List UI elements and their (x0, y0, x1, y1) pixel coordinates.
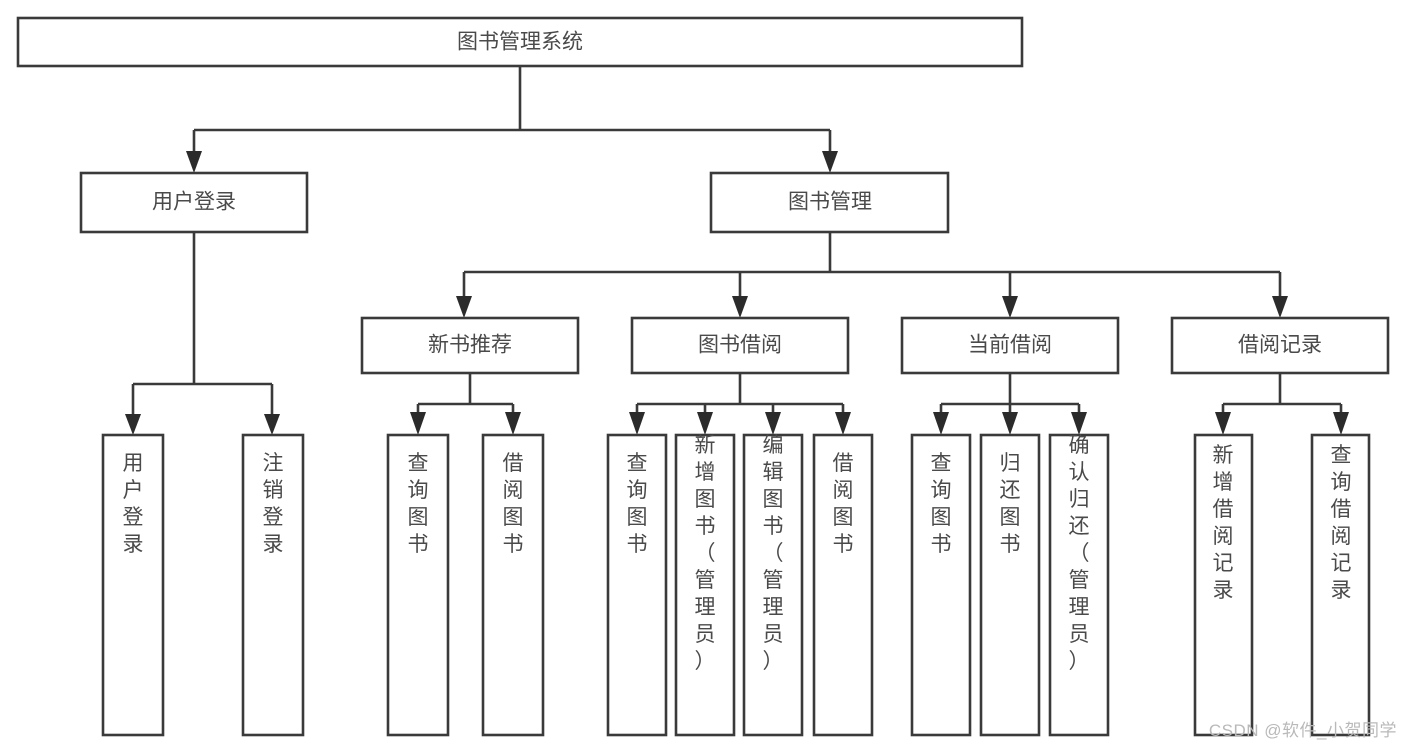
leaf-new-book-rec-0-label: 查询图书 (408, 452, 429, 556)
leaf-user-login-1[interactable]: 注销登录 (241, 433, 305, 737)
arrow-current-borrow-leaf-2 (1002, 412, 1018, 435)
arrow-new-book-rec-leaf-2 (505, 412, 521, 435)
leaf-new-book-rec-1[interactable]: 借阅图书 (481, 433, 545, 737)
leaf-current-borrow-1-label: 归还图书 (1000, 452, 1021, 556)
leaf-book-borrow-3-box (812, 433, 874, 737)
leaf-borrow-record-1-label: 查询借阅记录 (1331, 444, 1352, 602)
leaf-book-borrow-2-box (742, 433, 804, 737)
arrow-borrow-record-leaf-1 (1215, 412, 1231, 435)
arrow-book-manage-to-book-borrow (732, 296, 748, 318)
leaf-current-borrow-1[interactable]: 归还图书 (979, 433, 1041, 737)
node-book-borrow-box (630, 316, 850, 375)
leaf-user-login-0-box (101, 433, 165, 737)
arrow-book-manage-to-new-book-rec (456, 296, 472, 318)
leaf-borrow-record-0-box (1193, 433, 1254, 737)
leaf-user-login-1-box (241, 433, 305, 737)
node-borrow-record-label: 借阅记录 (1238, 334, 1322, 357)
leaf-book-borrow-0-box (606, 433, 668, 737)
leaf-current-borrow-2-box (1048, 433, 1110, 737)
leaf-borrow-record-1-box (1310, 433, 1371, 737)
connector-book-manage-to-level3 (456, 232, 1288, 318)
node-book-manage-box (709, 171, 950, 234)
leaf-current-borrow-0[interactable]: 查询图书 (910, 433, 972, 737)
node-borrow-record[interactable]: 借阅记录 (1170, 316, 1390, 375)
leaf-book-borrow-3[interactable]: 借阅图书 (812, 433, 874, 737)
node-current-borrow-box (900, 316, 1120, 375)
arrow-root-to-user-login (186, 151, 202, 173)
arrow-current-borrow-leaf-1 (933, 412, 949, 435)
leaf-user-login-1-label: 注销登录 (263, 452, 284, 556)
node-book-borrow-label: 图书借阅 (698, 334, 782, 357)
connector-user-login-to-leaves (125, 232, 280, 435)
node-new-book-rec[interactable]: 新书推荐 (360, 316, 580, 375)
leaf-new-book-rec-0[interactable]: 查询图书 (386, 433, 450, 737)
leaf-book-borrow-3-label: 借阅图书 (833, 452, 854, 556)
leaf-current-borrow-0-label: 查询图书 (931, 452, 952, 556)
node-current-borrow[interactable]: 当前借阅 (900, 316, 1120, 375)
node-new-book-rec-label: 新书推荐 (428, 334, 512, 357)
leaf-user-login-0-label: 用户登录 (123, 452, 144, 556)
leaf-book-borrow-1-label: 新增图书（管理员） (695, 434, 716, 673)
arrow-book-borrow-leaf-1 (629, 412, 645, 435)
leaf-new-book-rec-1-box (481, 433, 545, 737)
leaf-book-borrow-0[interactable]: 查询图书 (606, 433, 668, 737)
arrow-user-login-leaf-2 (264, 414, 280, 435)
connector-new-book-rec-to-leaves (410, 373, 521, 435)
leaf-book-borrow-1-box (674, 433, 736, 737)
arrow-book-manage-to-borrow-record (1272, 296, 1288, 318)
node-user-login-label: 用户登录 (152, 191, 236, 214)
node-new-book-rec-box (360, 316, 580, 375)
arrow-book-borrow-leaf-3 (765, 412, 781, 435)
arrow-borrow-record-leaf-2 (1333, 412, 1349, 435)
node-root-box (16, 16, 1024, 68)
leaf-user-login-0[interactable]: 用户登录 (101, 433, 165, 737)
arrow-book-borrow-leaf-4 (835, 412, 851, 435)
arrow-book-borrow-leaf-2 (697, 412, 713, 435)
leaf-book-borrow-2-label: 编辑图书（管理员） (763, 434, 784, 673)
leaf-book-borrow-2[interactable]: 编辑图书（管理员） (742, 433, 804, 737)
leaf-borrow-record-0[interactable]: 新增借阅记录 (1193, 433, 1254, 737)
connector-current-borrow-to-leaves (933, 373, 1087, 435)
leaf-current-borrow-2[interactable]: 确认归还（管理员） (1048, 433, 1110, 737)
arrow-current-borrow-leaf-3 (1071, 412, 1087, 435)
arrow-user-login-leaf-1 (125, 414, 141, 435)
arrow-book-manage-to-current-borrow (1002, 296, 1018, 318)
node-book-manage[interactable]: 图书管理 (709, 171, 950, 234)
node-book-borrow[interactable]: 图书借阅 (630, 316, 850, 375)
node-current-borrow-label: 当前借阅 (968, 334, 1052, 357)
connector-book-borrow-to-leaves (629, 373, 851, 435)
leaf-borrow-record-0-label: 新增借阅记录 (1213, 444, 1234, 602)
csdn-watermark: CSDN @软件_小贺同学 (1208, 721, 1397, 740)
connector-root-to-level2 (186, 66, 838, 173)
leaf-new-book-rec-0-box (386, 433, 450, 737)
node-user-login[interactable]: 用户登录 (79, 171, 309, 234)
node-root-label: 图书管理系统 (457, 31, 583, 54)
arrow-new-book-rec-leaf-1 (410, 412, 426, 435)
leaf-new-book-rec-1-label: 借阅图书 (503, 452, 524, 556)
node-root[interactable]: 图书管理系统 (16, 16, 1024, 68)
leaf-current-borrow-1-box (979, 433, 1041, 737)
leaf-book-borrow-1[interactable]: 新增图书（管理员） (674, 433, 736, 737)
node-book-manage-label: 图书管理 (788, 191, 872, 214)
connector-borrow-record-to-leaves (1215, 373, 1349, 435)
leaf-current-borrow-0-box (910, 433, 972, 737)
leaf-book-borrow-0-label: 查询图书 (627, 452, 648, 556)
node-borrow-record-box (1170, 316, 1390, 375)
leaf-borrow-record-1[interactable]: 查询借阅记录 (1310, 433, 1371, 737)
leaf-current-borrow-2-label: 确认归还（管理员） (1069, 434, 1090, 673)
arrow-root-to-book-manage (822, 151, 838, 173)
